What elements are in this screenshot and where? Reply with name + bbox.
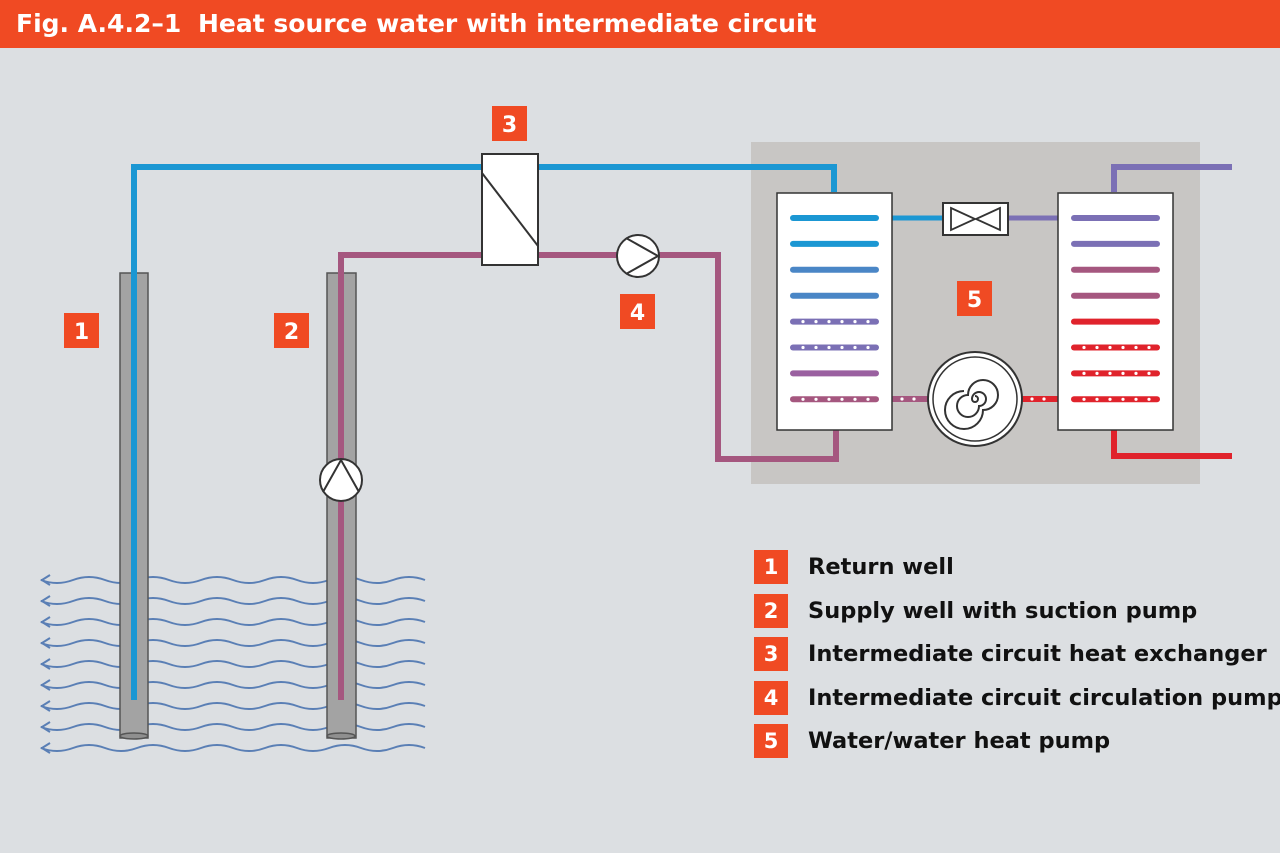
flow-wave: [40, 702, 426, 710]
badge-heat-exchanger: 3: [492, 106, 527, 141]
svg-text:5: 5: [967, 288, 982, 313]
flow-arrowhead: [40, 679, 51, 691]
flow-arrowhead: [40, 721, 51, 733]
coil-dot: [827, 345, 831, 350]
svg-text:1: 1: [74, 320, 89, 345]
coil-dot: [1121, 371, 1125, 375]
coil-dot: [827, 320, 831, 324]
coil-dot: [1108, 371, 1112, 375]
coil-dot: [1134, 371, 1138, 375]
legend-label: Return well: [808, 554, 954, 580]
coil-dot: [1108, 397, 1112, 401]
legend-item-return-well: 1 Return well: [754, 548, 1274, 592]
coil-dot: [801, 345, 805, 350]
legend-badge: 2: [754, 593, 788, 628]
legend-label: Supply well with suction pump: [808, 597, 1198, 624]
flow-wave: [40, 597, 426, 605]
legend-badge: 1: [754, 550, 788, 584]
coil-dot: [840, 320, 844, 324]
coil-dot: [827, 397, 831, 401]
flow-wave: [40, 660, 426, 668]
condenser-coils: [1071, 215, 1160, 403]
svg-text:4: 4: [630, 301, 645, 326]
evaporator-coils: [790, 215, 879, 403]
flow-arrowhead: [40, 742, 51, 754]
figure-number: Fig. A.4.2–1: [16, 9, 182, 38]
coil-dot: [853, 320, 857, 324]
coil-dot: [814, 345, 818, 350]
coil-dot: [1147, 345, 1151, 350]
coil-dot: [1121, 397, 1125, 401]
coil-dot: [853, 345, 857, 350]
legend-badge: 5: [754, 724, 788, 758]
legend-badge: 4: [754, 680, 788, 715]
flow-wave: [40, 744, 426, 752]
flow-wave: [40, 618, 426, 626]
coil-dot: [853, 397, 857, 401]
expansion-valve-icon: [942, 202, 1009, 236]
refrigerant-line-dots: [900, 397, 1046, 401]
heating-return-pipe: [1111, 430, 1232, 459]
legend-item-supply-well: 2 Supply well with suction pump: [754, 592, 1274, 636]
flow-arrowhead: [40, 658, 51, 670]
coil-dot: [1121, 345, 1125, 350]
coil-dot: [866, 397, 870, 401]
condenser: [1057, 192, 1174, 431]
badge-circulation-pump: 4: [620, 294, 655, 329]
coil-dot: [1095, 397, 1099, 401]
flow-arrowhead: [40, 574, 51, 586]
flow-arrowhead: [40, 637, 51, 649]
badge-heat-pump: 5: [957, 281, 992, 316]
badge-return-well: 1: [64, 313, 99, 348]
flow-wave: [40, 681, 426, 689]
legend-item-heat-pump: 5 Water/water heat pump: [754, 722, 1274, 766]
coil-dot: [1082, 371, 1086, 375]
evaporator: [776, 192, 893, 431]
coil-dot: [1134, 397, 1138, 401]
legend: 1 Return well 2 Supply well with suction…: [754, 548, 1280, 766]
figure-title: Heat source water with intermediate circ…: [198, 9, 817, 38]
flow-arrowhead: [40, 616, 51, 628]
legend-label: Intermediate circuit heat exchanger: [808, 641, 1267, 667]
svg-text:3: 3: [502, 113, 517, 138]
legend-label: Intermediate circuit circulation pump: [808, 684, 1280, 711]
coil-dot: [801, 320, 805, 324]
badge-supply-well: 2: [274, 313, 309, 348]
coil-dot: [814, 320, 818, 324]
supply-pipe: [338, 252, 839, 700]
coil-dot: [1082, 397, 1086, 401]
circulation-pump-icon: [616, 234, 661, 278]
coil-dot: [1095, 371, 1099, 375]
coil-dot: [1147, 371, 1151, 375]
coil-dot: [1108, 345, 1112, 350]
coil-dot: [840, 345, 844, 350]
coil-dot: [1095, 345, 1099, 350]
coil-dot: [814, 397, 818, 401]
flow-arrowhead: [40, 700, 51, 712]
flow-wave: [40, 576, 426, 584]
svg-text:2: 2: [284, 320, 299, 345]
heat-exchanger-icon: [481, 153, 539, 266]
coil-dot: [1134, 345, 1138, 350]
figure-header: Fig. A.4.2–1 Heat source water with inte…: [0, 0, 1280, 48]
coil-dot: [840, 397, 844, 401]
legend-item-heat-exchanger: 3 Intermediate circuit heat exchanger: [754, 635, 1274, 679]
compressor-icon: [927, 351, 1023, 447]
coil-dot: [1147, 397, 1151, 401]
legend-label: Water/water heat pump: [808, 728, 1111, 754]
coil-dot: [866, 320, 870, 324]
suction-pump-icon: [319, 457, 363, 502]
legend-badge: 3: [754, 637, 788, 671]
legend-item-circulation-pump: 4 Intermediate circuit circulation pump: [754, 679, 1280, 723]
flow-arrowhead: [40, 595, 51, 607]
coil-dot: [1082, 345, 1086, 350]
flow-wave: [40, 639, 426, 647]
coil-dot: [801, 397, 805, 401]
heating-flow-pipe: [1111, 164, 1232, 192]
groundwater-flow: [40, 574, 426, 754]
flow-wave: [40, 723, 426, 731]
coil-dot: [866, 345, 870, 350]
